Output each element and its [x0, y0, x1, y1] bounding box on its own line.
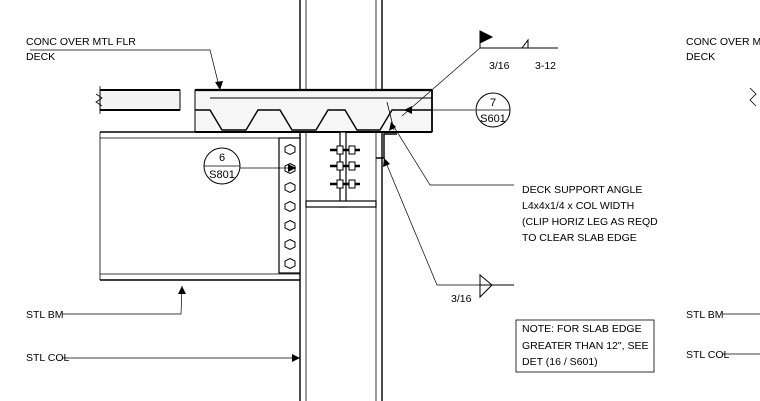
label-deck-angle-2: L4x4x1/4 x COL WIDTH	[522, 200, 634, 212]
label-stl-bm: STL BM	[26, 309, 64, 321]
label-stl-col: STL COL	[26, 352, 70, 364]
note-line-1: NOTE: FOR SLAB EDGE	[522, 323, 642, 335]
callout-detail-6-sheet: S801	[209, 169, 235, 181]
note-box: NOTE: FOR SLAB EDGE GREATER THAN 12", SE…	[515, 319, 655, 373]
deck-support-connection	[305, 131, 397, 208]
annotation-text: CONC OVER MTL FLR DECK 3/16 3-12 DECK SU…	[26, 36, 760, 364]
label-weld-bottom: 3/16	[451, 293, 472, 305]
callout-bubble-top-right: 7 S601	[475, 92, 511, 128]
callout-detail-7-num: 7	[490, 97, 496, 109]
concrete-slab-main	[194, 88, 433, 133]
label-deck-angle-1: DECK SUPPORT ANGLE	[522, 184, 642, 196]
shear-plate	[278, 137, 301, 274]
callout-bubble-left: 6 S801	[203, 147, 241, 185]
arrowheads	[178, 81, 412, 362]
label-conc-deck-line2: DECK	[26, 51, 55, 63]
label-conc-deck-line1: CONC OVER MTL FLR	[26, 36, 136, 48]
label-deck-angle-4: TO CLEAR SLAB EDGE	[522, 232, 637, 244]
weld-symbols	[479, 30, 558, 299]
right-edge-fragments	[749, 87, 757, 107]
label-deck-angle-3: (CLIP HORIZ LEG AS REQD	[522, 216, 658, 228]
steel-beam	[99, 131, 300, 281]
label-weld-top-spacing: 3-12	[535, 60, 556, 72]
callout-detail-6-num: 6	[219, 152, 225, 164]
label-right-stl-bm: STL BM	[686, 309, 724, 321]
label-right-stl-col: STL COL	[686, 349, 730, 361]
concrete-slab-left	[95, 86, 181, 114]
label-weld-top: 3/16	[489, 60, 510, 72]
shear-plate-bolts	[284, 143, 296, 270]
note-line-3: DET (16 / S601)	[522, 356, 598, 368]
label-right-conc-line1: CONC OVER MTL	[686, 36, 760, 48]
callout-detail-7-sheet: S601	[480, 113, 506, 125]
label-right-conc-line2: DECK	[686, 51, 715, 63]
note-line-2: GREATER THAN 12", SEE	[522, 340, 648, 352]
